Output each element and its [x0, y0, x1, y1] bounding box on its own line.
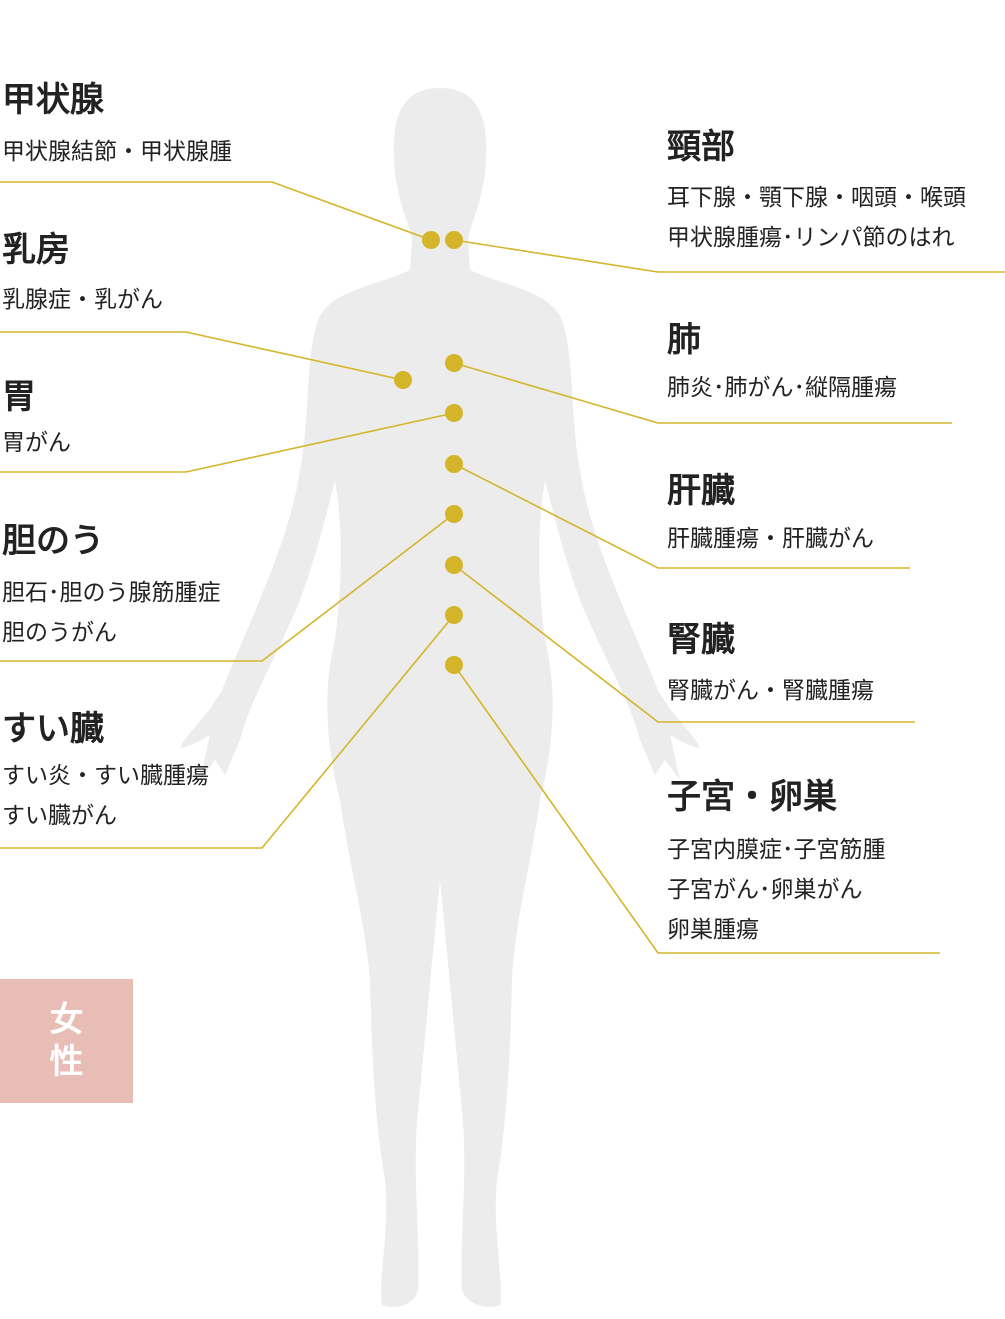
label-gallbladder: 胆のう 胆石･胆のう腺筋腫症 胆のうがん — [2, 521, 221, 646]
dot-kidney — [445, 556, 463, 574]
body-silhouette — [180, 88, 700, 1307]
line-breast — [0, 331, 404, 381]
dot-gallbladder — [445, 505, 463, 523]
dot-lung — [445, 354, 463, 372]
line-liver — [453, 463, 910, 569]
line-pancreas — [0, 614, 455, 849]
dot-neck — [445, 231, 463, 249]
label-uterus-ovary: 子宮・卵巣 子宮内膜症･子宮筋腫 子宮がん･卵巣がん 卵巣腫瘍 — [667, 777, 886, 943]
line-kidney — [453, 564, 915, 723]
dot-pancreas — [445, 606, 463, 624]
line-gallbladder — [0, 513, 455, 662]
dot-liver — [445, 455, 463, 473]
label-kidney: 腎臓 腎臓がん・腎臓腫瘍 — [667, 620, 874, 704]
line-lung — [453, 362, 952, 424]
dot-thyroid — [422, 231, 440, 249]
label-neck: 頸部 耳下腺・顎下腺・咽頭・喉頭 甲状腺腫瘍･リンパ節のはれ — [667, 127, 966, 251]
line-stomach — [0, 412, 455, 473]
line-neck — [453, 239, 1005, 273]
label-pancreas: すい臓 すい炎・すい臓腫瘍 すい臓がん — [2, 709, 209, 829]
dot-uterus — [445, 656, 463, 674]
label-thyroid: 甲状腺 甲状腺結節・甲状腺腫 — [2, 80, 232, 165]
label-breast: 乳房 乳腺症・乳がん — [2, 230, 163, 313]
label-stomach: 胃 胃がん — [2, 377, 71, 456]
label-lung: 肺 肺炎･肺がん･縦隔腫瘍 — [667, 320, 897, 401]
dot-stomach — [445, 404, 463, 422]
gender-tag: 女 性 — [0, 979, 133, 1103]
label-liver: 肝臓 肝臓腫瘍・肝臓がん — [667, 471, 874, 552]
dot-breast — [394, 371, 412, 389]
line-thyroid — [0, 181, 432, 241]
line-uterus — [453, 664, 940, 954]
